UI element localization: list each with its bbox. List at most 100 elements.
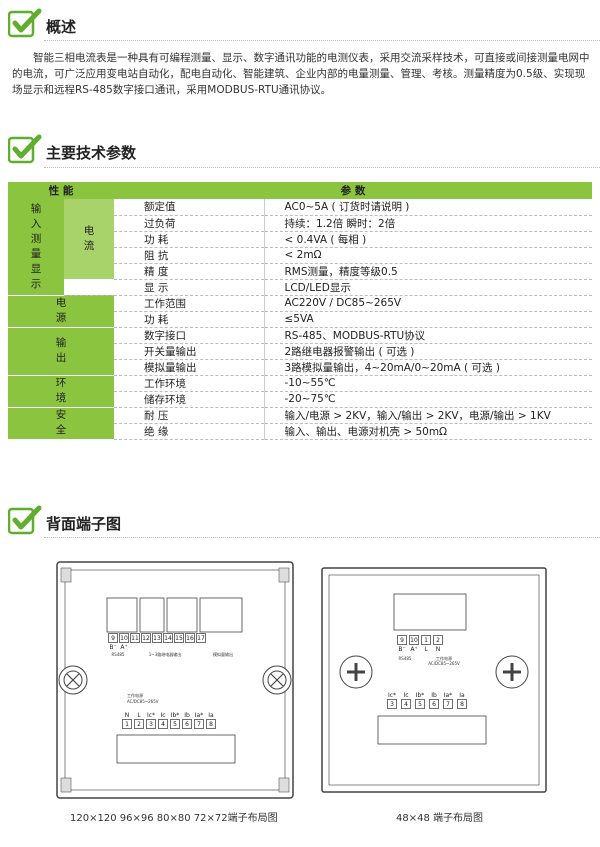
terminal-box [122, 719, 132, 729]
terminal-number: 3 [390, 701, 394, 708]
table-row: 安全 耐 压 输入/电源 > 2KV，输入/输出 > 2KV，电源/输出 > 1… [8, 407, 592, 440]
terminal-signal: A⁺ [410, 646, 417, 653]
terminal-signal: Ia* [444, 692, 452, 699]
terminal-number: 2 [137, 721, 141, 728]
terminal-number: 8 [460, 701, 464, 708]
overview-paragraph: 智能三相电流表是一种具有可编程测量、显示、数字通讯功能的电测仪表，采用交流采样技… [12, 52, 590, 96]
table-row: 电源 工作范围 AC220V / DC85~265V [8, 295, 592, 328]
terminal-box [433, 635, 443, 645]
table-row: 开关量输出 2路继电器报警输出 ( 可选 ) [8, 343, 592, 360]
table-row: 阻 抗 < 2mΩ [8, 247, 592, 264]
row-name: 功 耗 [114, 311, 264, 328]
power-label: 工作电源 [127, 692, 143, 698]
analog-label: 模拟量输出 [213, 651, 233, 657]
row-name: 储存环境 [114, 391, 264, 408]
terminal-signal: N [436, 646, 441, 653]
terminal-signal: Ic* [147, 712, 155, 719]
table-row: 功 耗 < 0.4VA ( 每相 ) [8, 231, 592, 248]
table-row: 绝 缘 输入、输出、电源对机壳 > 50mΩ [8, 423, 592, 440]
row-value: ≤5VA [263, 311, 592, 328]
terminal-number: 1 [424, 637, 428, 644]
terminal-box [185, 633, 195, 643]
terminal-box [141, 633, 151, 643]
terminal-box [415, 699, 425, 709]
terminal-signal: Ia [459, 692, 465, 699]
row-name: 绝 缘 [114, 423, 264, 440]
terminal-number: 11 [131, 635, 139, 642]
row-value: < 0.4VA ( 每相 ) [263, 231, 592, 248]
caption-large: 120×120 96×96 80×80 72×72端子布局图 [70, 813, 278, 824]
table-row: 显 示 LCD/LED显示 [8, 279, 592, 296]
terminal-signal: Ia* [195, 712, 203, 719]
power-range: AC/DC85~265V [127, 699, 159, 704]
table-row: 环境 工作环境 -10~55℃ [8, 375, 592, 408]
divider [44, 537, 600, 538]
terminal-box [182, 719, 192, 729]
terminal-signal: L [137, 712, 141, 719]
power-label: 工作电源 [436, 655, 452, 661]
row-value: AC0~5A ( 订货时请说明 ) [263, 199, 592, 216]
terminal-box [397, 635, 407, 645]
row-value: LCD/LED显示 [263, 279, 592, 296]
table-row: 储存环境 -20~75℃ [8, 391, 592, 408]
group-input: 输入测量显示 [8, 199, 64, 296]
table-row: 过负荷 持续：1.2倍 瞬时：2倍 [8, 215, 592, 232]
row-value: -10~55℃ [263, 375, 592, 392]
specs-heading: 主要技术参数 [8, 134, 136, 164]
row-name: 过负荷 [114, 215, 264, 232]
empty-sub [64, 279, 114, 296]
terminal-number: 4 [161, 721, 165, 728]
spec-table: 性 能 参 数 输入测量显示 电流 额定值 AC0~5A ( 订货时请说明 ) … [8, 182, 592, 440]
terminal-box [206, 719, 216, 729]
terminal-box [443, 699, 453, 709]
row-name: 模拟量输出 [114, 359, 264, 376]
terminal-box [194, 719, 204, 729]
terminal-box [152, 633, 162, 643]
terminal-number: 2 [436, 637, 440, 644]
terminal-number: 4 [404, 701, 408, 708]
relay-label: 1~3路继电器输出 [149, 651, 181, 657]
terminal-box [130, 633, 140, 643]
terminal-signal: Ic* [388, 692, 396, 699]
row-value: 输入/电源 > 2KV，输入/输出 > 2KV，电源/输出 > 1KV [263, 407, 592, 424]
row-name: 显 示 [114, 279, 264, 296]
checkmark-icon [8, 8, 42, 38]
terminal-signal: Ib [431, 692, 437, 699]
terminal-number: 5 [418, 701, 422, 708]
row-value: 输入、输出、电源对机壳 > 50mΩ [263, 423, 592, 440]
table-row: 模拟量输出 3路模拟量输出，4~20mA/0~20mA ( 可选 ) [8, 359, 592, 376]
divider [44, 40, 600, 41]
row-name: 耐 压 [114, 407, 264, 424]
terminal-signal: Ic [160, 712, 165, 719]
terminal-box [196, 633, 206, 643]
terminal-signal: N [125, 712, 130, 719]
row-value: 3路模拟量输出，4~20mA/0~20mA ( 可选 ) [263, 359, 592, 376]
checkmark-icon [8, 505, 42, 535]
header-parameters: 参 数 [114, 182, 592, 199]
table-row: 输出 数字接口 RS-485、MODBUS-RTU协议 [8, 327, 592, 376]
divider [44, 167, 600, 168]
terminal-number: 15 [175, 635, 183, 642]
terminal-number: 16 [186, 635, 194, 642]
row-value: 持续：1.2倍 瞬时：2倍 [263, 215, 592, 232]
terminal-number: 12 [142, 635, 150, 642]
caption-small: 48×48 端子布局图 [396, 813, 484, 824]
terminal-number: 7 [446, 701, 450, 708]
terminal-number: 14 [164, 635, 172, 642]
overview-title: 概述 [46, 17, 77, 36]
group-current: 电流 [64, 199, 114, 280]
row-name: 额定值 [114, 199, 264, 216]
terminal-number: 7 [197, 721, 201, 728]
terminal-box [429, 699, 439, 709]
rs485-label: RS485 [112, 652, 125, 657]
terminal-box [108, 633, 118, 643]
group-output: 输出 [8, 327, 114, 376]
terminal-box [409, 635, 419, 645]
terminal-number: 1 [125, 721, 129, 728]
row-value: RS-485、MODBUS-RTU协议 [263, 327, 592, 344]
overview-heading: 概述 [8, 8, 76, 38]
terminal-number: 8 [209, 721, 213, 728]
terminal-signal: Ib* [171, 712, 180, 719]
row-name: 工作范围 [114, 295, 264, 312]
